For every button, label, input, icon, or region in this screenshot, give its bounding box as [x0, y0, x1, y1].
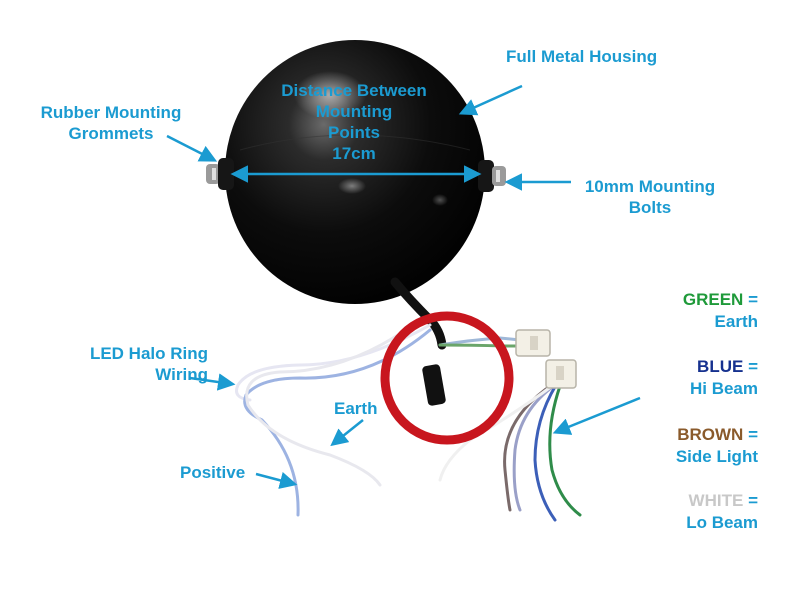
halo-arrow: [189, 373, 236, 391]
legend-green-equals: =: [748, 290, 758, 309]
legend-white: WHITE = Lo Beam: [686, 490, 758, 534]
earth-label: Earth: [334, 399, 378, 418]
legend-brown-meaning: Side Light: [675, 447, 758, 466]
legend-blue-equals: =: [748, 357, 758, 376]
legend-green-meaning: Earth: [714, 312, 758, 331]
legend-brown-color: BROWN: [677, 425, 744, 444]
positive-label: Positive: [180, 463, 246, 482]
rubber-grommets-label: Rubber Mounting Grommets: [40, 103, 182, 143]
halo-connector: [422, 364, 446, 406]
legend-brown-equals: =: [748, 425, 758, 444]
positive-arrow: [255, 471, 298, 489]
wiring: [235, 318, 582, 522]
connector-plug-upper: [515, 329, 551, 357]
legend-blue-color: BLUE: [697, 357, 744, 376]
earth-arrow: [330, 419, 364, 447]
full-metal-housing-label: Full Metal Housing: [506, 47, 658, 66]
grommet-arrow: [166, 134, 218, 162]
legend-green-color: GREEN: [682, 290, 744, 309]
left-mounting-bolt: [206, 158, 234, 190]
led-halo-label: LED Halo Ring Wiring: [89, 344, 208, 384]
legend-green: GREEN = Earth: [683, 289, 758, 333]
legend-brown: BROWN = Side Light: [676, 424, 758, 468]
distance-label: Distance Between Mounting Points 17cm: [281, 81, 427, 163]
housing-arrow: [458, 84, 523, 116]
legend-blue: BLUE = Hi Beam: [690, 356, 758, 400]
connector-plug-lower: [545, 359, 577, 389]
legend-blue-meaning: Hi Beam: [689, 379, 758, 398]
legend-white-equals: =: [748, 491, 758, 510]
annotation-arrows: [166, 84, 641, 489]
right-mounting-bolt: [478, 160, 506, 192]
mounting-bolts-label: 10mm Mounting Bolts: [584, 177, 716, 217]
highlight-circle: [380, 311, 514, 445]
wire-legend-arrow: [552, 396, 641, 435]
legend-white-color: WHITE: [688, 491, 744, 510]
legend-white-meaning: Lo Beam: [686, 513, 758, 532]
